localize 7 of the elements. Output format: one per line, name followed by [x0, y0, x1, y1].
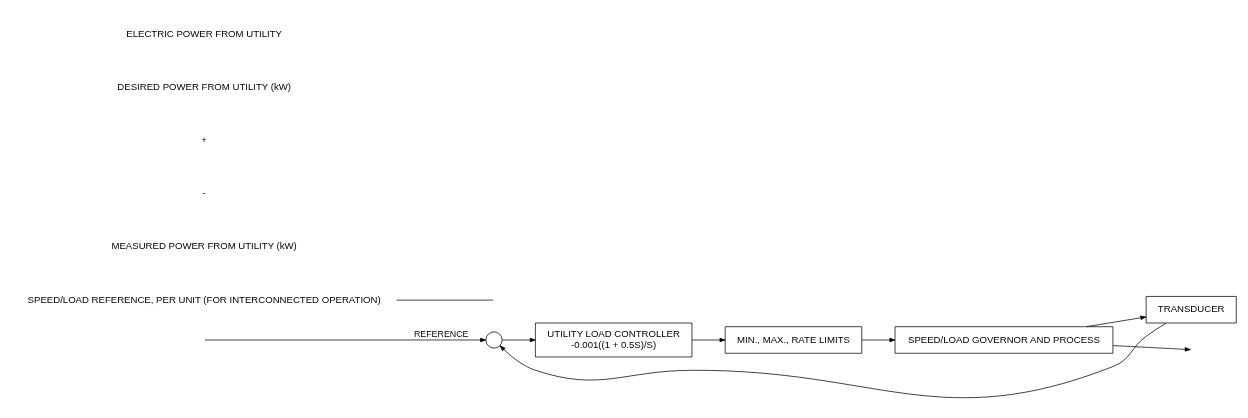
label: DESIRED POWER FROM UTILITY (kW) [117, 80, 291, 92]
label: - [202, 186, 206, 198]
label: + [201, 133, 207, 145]
label: MEASURED POWER FROM UTILITY (kW) [111, 239, 297, 251]
edge-label: REFERENCE [413, 328, 469, 339]
label: ELECTRIC POWER FROM UTILITY [126, 27, 282, 39]
node-text: SPEED/LOAD REFERENCE, PER UNIT (FOR INTERCONNECTED OPERATION) [27, 293, 381, 305]
